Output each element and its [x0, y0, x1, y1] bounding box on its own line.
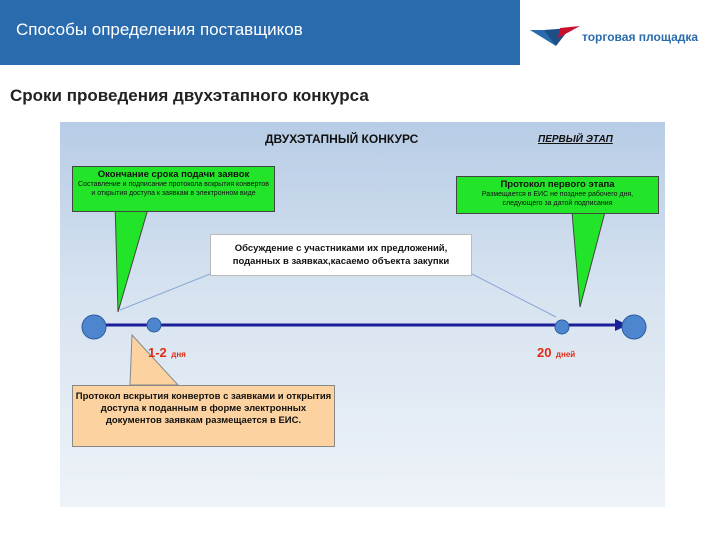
header-bar: Способы определения поставщиков торговая… — [0, 0, 720, 65]
timeline-arrow — [615, 319, 628, 331]
discussion-box: Обсуждение с участниками их предложений,… — [210, 234, 472, 276]
submission-deadline-box: Окончание срока подачи заявок Составлени… — [72, 166, 275, 212]
guide-line-right — [471, 273, 557, 318]
first-stage-protocol-box: Протокол первого этапа Размещается в ЕИС… — [456, 176, 659, 214]
long-period-label: 20 дней — [537, 344, 575, 362]
short-period-label: 1-2 дня — [148, 344, 186, 362]
timeline-diagram: ДВУХЭТАПНЫЙ КОНКУРС ПЕРВЫЙ ЭТАП Окончани… — [60, 122, 665, 507]
diagram-title: ДВУХЭТАПНЫЙ КОНКУРС — [265, 132, 419, 146]
stage-label: ПЕРВЫЙ ЭТАП — [538, 134, 613, 145]
submission-deadline-heading: Окончание срока подачи заявок — [97, 169, 250, 180]
long-period-number: 20 — [537, 345, 552, 360]
logo-icon — [530, 26, 580, 46]
short-period-unit: дня — [171, 350, 186, 359]
page-subtitle: Сроки проведения двухэтапного конкурса — [10, 86, 369, 105]
long-period-unit: дней — [555, 350, 576, 359]
diagram-graphics — [81, 201, 647, 386]
timeline-end-circle — [621, 314, 647, 340]
timeline-start-circle — [81, 314, 107, 340]
first-stage-protocol-heading: Протокол первого этапа — [500, 179, 615, 190]
submission-deadline-text: Составление и подписание протокола вскры… — [78, 181, 269, 197]
timeline-point-circle — [146, 317, 162, 333]
logo-area: торговая площадка — [520, 0, 720, 65]
logo-text: торговая площадка — [582, 30, 699, 44]
first-stage-protocol-text: Размещается в ЕИС не позднее рабочего дн… — [481, 191, 634, 207]
header-title: Способы определения поставщиков — [16, 20, 303, 39]
guide-line-left — [119, 273, 211, 311]
short-period-number: 1-2 — [148, 345, 167, 360]
left-box-pointer — [114, 201, 151, 313]
right-box-pointer — [571, 211, 606, 308]
opening-protocol-box: Протокол вскрытия конвертов с заявками и… — [72, 385, 335, 447]
timeline-point-circle — [554, 319, 570, 335]
